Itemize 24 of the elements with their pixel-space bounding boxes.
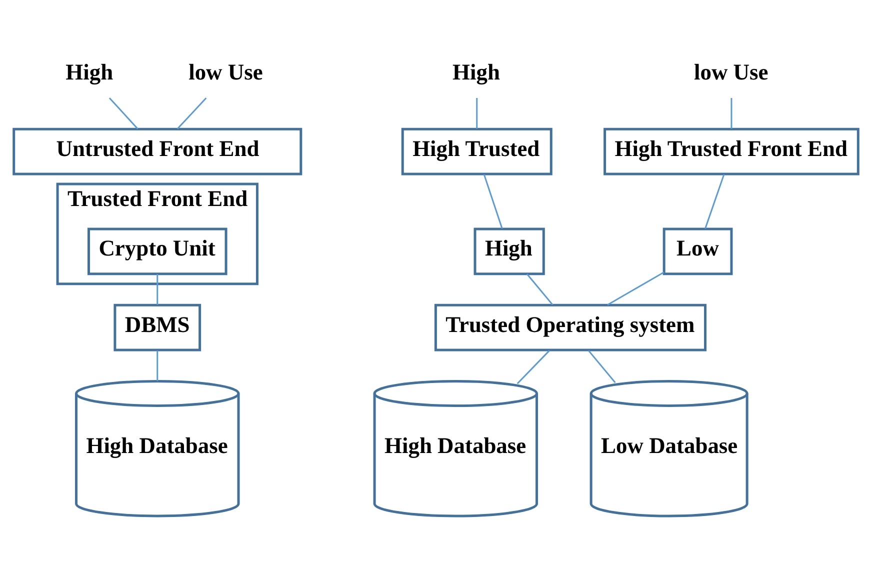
node-text: High	[66, 60, 114, 85]
connector	[476, 98, 478, 129]
connector	[108, 98, 138, 130]
node-box: High Trusted	[401, 128, 552, 176]
connector	[156, 350, 158, 382]
node-box: Untrusted Front End	[12, 128, 302, 176]
connector	[526, 274, 554, 306]
node-box: High	[474, 228, 545, 276]
connector	[483, 174, 503, 229]
node-text: High	[452, 60, 500, 85]
node-box: DBMS	[114, 304, 202, 352]
node-box: Trusted Operating system	[434, 304, 706, 352]
connector	[730, 98, 732, 129]
node-box: Low	[662, 228, 733, 276]
connector	[516, 350, 550, 384]
connector	[156, 274, 158, 305]
node-box: High Trusted Front End	[604, 128, 860, 176]
node-box: Crypto Unit	[88, 228, 228, 276]
node-text: low Use	[188, 60, 263, 85]
node-text: low Use	[694, 60, 768, 85]
connector	[588, 350, 616, 384]
connector	[607, 272, 664, 306]
connector	[704, 174, 725, 229]
connector	[176, 98, 207, 130]
